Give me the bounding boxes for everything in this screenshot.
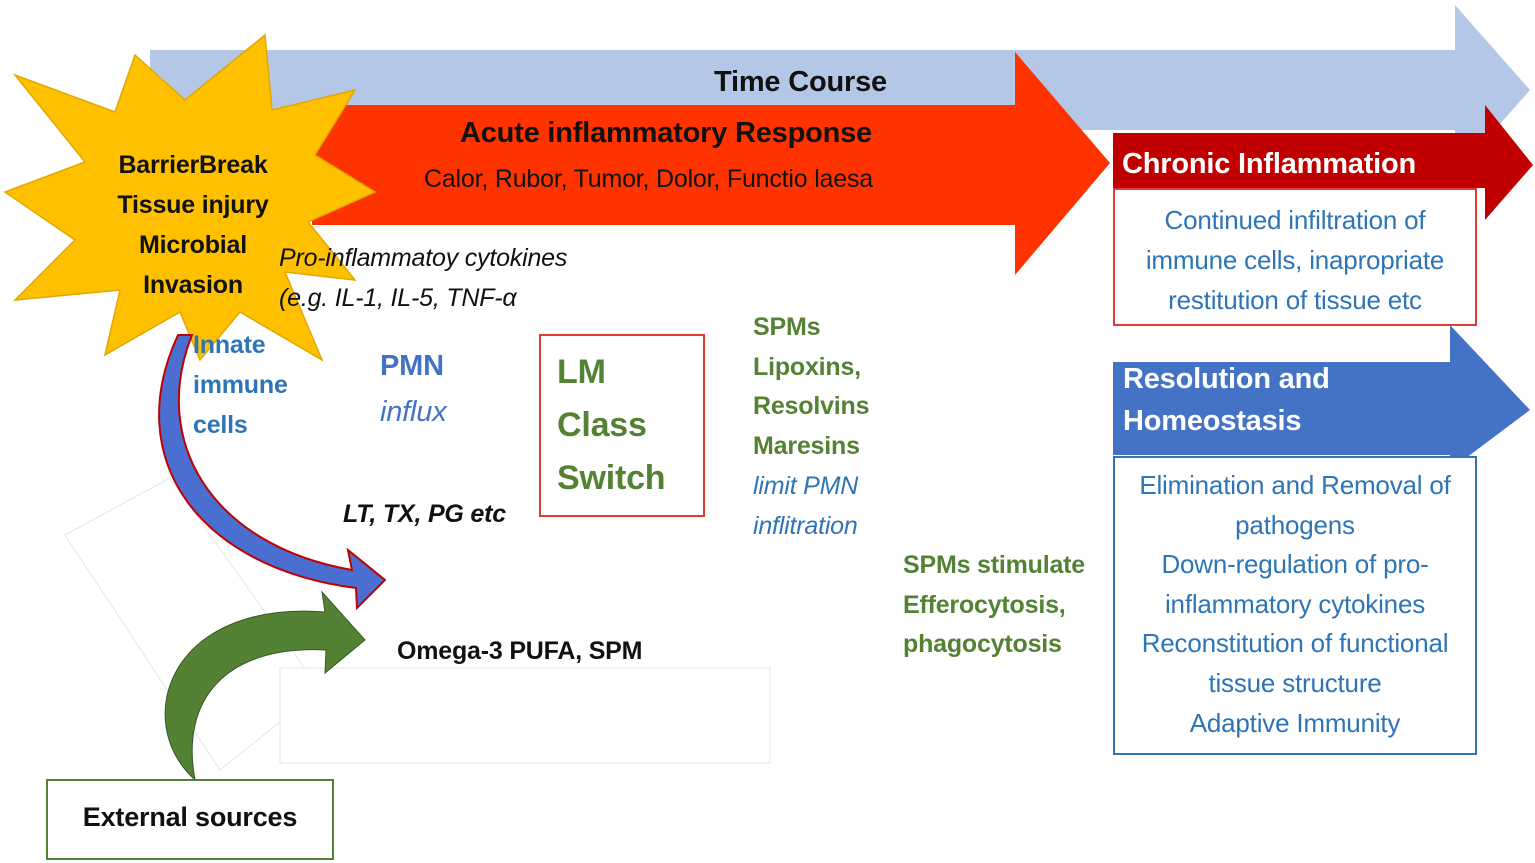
injury-starburst [3, 33, 377, 362]
acute-response-signs: Calor, Rubor, Tumor, Dolor, Functio laes… [424, 165, 873, 193]
spms-limit-line: inflitration [753, 511, 858, 540]
omega-label: Omega-3 PUFA, SPM [397, 637, 643, 665]
resolution-arrow [1113, 325, 1530, 470]
lm-switch-line: Switch [557, 459, 666, 497]
chronic-description: Continued infiltration of immune cells, … [1115, 200, 1475, 320]
resolution-line: Adaptive Immunity [1189, 707, 1401, 738]
resolution-description: Elimination and Removal of pathogens Dow… [1115, 466, 1475, 743]
spms-line: Resolvins [753, 392, 870, 421]
innate-line: Innate [193, 331, 266, 359]
resolution-title: Resolution and Homeostasis [1123, 358, 1330, 442]
innate-line: immune [193, 371, 288, 399]
time-course-arrow [150, 5, 1530, 175]
spms-line: SPMs [753, 313, 821, 341]
chronic-title: Chronic Inflammation [1122, 148, 1417, 180]
chronic-line: immune cells, inapropriate [1145, 245, 1445, 275]
resolution-line: Down-regulation of pro- [1161, 549, 1429, 580]
resolution-line: Elimination and Removal of [1139, 470, 1451, 500]
lm-switch-line: LM [557, 353, 606, 391]
spms-limit-line: limit PMN [753, 472, 859, 500]
resolution-line: tissue structure [1208, 667, 1382, 698]
resolution-description-box [1113, 456, 1477, 755]
resolution-title-line: Homeostasis [1123, 405, 1302, 437]
spms-line: Lipoxins, [753, 352, 861, 381]
spm-stimulate-line: Efferocytosis, [903, 590, 1066, 619]
spm-stimulate-label: SPMs stimulate Efferocytosis, phagocytos… [903, 546, 1085, 665]
lm-switch-label: LM Class Switch [557, 346, 666, 505]
spms-label: SPMs Lipoxins, Resolvins Maresins [753, 308, 870, 466]
cytokines-line: (e.g. IL-1, IL-5, TNF-α [279, 284, 517, 312]
chronic-description-box [1113, 188, 1477, 326]
innate-curved-arrow [158, 334, 387, 611]
spm-stimulate-line: SPMs stimulate [903, 551, 1085, 579]
resolution-line: inflammatory cytokines [1164, 588, 1426, 619]
lm-switch-box [539, 334, 705, 517]
cytokines-line: Pro-inflammatoy cytokines [279, 244, 568, 272]
lt-tx-pg-label: LT, TX, PG etc [343, 500, 506, 528]
chronic-arrow [1113, 105, 1533, 220]
external-sources-box [46, 779, 334, 860]
pmn-title: PMN [380, 350, 444, 382]
innate-line: cells [193, 411, 248, 439]
innate-immune-label: Innate immune cells [193, 325, 288, 445]
spms-line: Maresins [753, 431, 860, 460]
resolution-title-line: Resolution and [1123, 363, 1330, 395]
external-curved-arrow [164, 590, 366, 782]
injury-line: BarrierBreak [118, 151, 268, 179]
spm-stimulate-line: phagocytosis [903, 630, 1062, 659]
chronic-line: Continued infiltration of [1164, 205, 1426, 235]
cytokines-label: Pro-inflammatoy cytokines (e.g. IL-1, IL… [279, 238, 567, 318]
injury-line: Invasion [143, 271, 243, 299]
injury-line: Tissue injury [117, 191, 269, 219]
lm-switch-line: Class [557, 406, 647, 444]
spms-limit-label: limit PMN inflitration [753, 467, 858, 546]
injury-line: Microbial [139, 231, 247, 259]
external-sources-label: External sources [82, 802, 298, 832]
pmn-subtitle: influx [380, 396, 447, 428]
acute-response-title: Acute inflammatory Response [460, 117, 872, 149]
chronic-line: restitution of tissue etc [1168, 285, 1422, 315]
resolution-line: Reconstitution of functional [1141, 628, 1449, 659]
resolution-line: pathogens [1235, 509, 1355, 540]
time-course-label: Time Course [714, 66, 887, 98]
injury-label: BarrierBreak Tissue injury Microbial Inv… [93, 145, 293, 305]
acute-response-arrow [312, 52, 1110, 275]
faint-panel-right [279, 667, 771, 764]
